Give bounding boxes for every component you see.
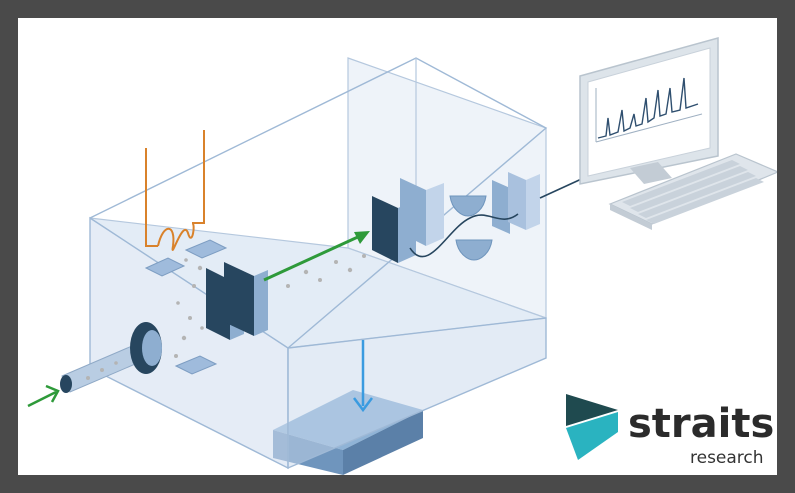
repeller-plate-bottom <box>174 355 218 375</box>
analyzer-plate-back <box>400 178 426 246</box>
brand-name: straits <box>628 401 775 447</box>
accelerator-plate-2 <box>224 262 254 336</box>
diagram-canvas: straits research <box>18 18 777 475</box>
analyzer-plate-front <box>372 196 398 263</box>
collector-plate-2-side <box>526 174 540 230</box>
collector-plate-2 <box>508 172 526 230</box>
accelerator-plate-2-side <box>254 270 268 336</box>
repeller-plate-left <box>144 257 186 277</box>
chamber-bottom-right <box>287 317 547 470</box>
detector-icon <box>449 195 487 217</box>
filament-coil-icon <box>145 130 205 251</box>
pump-block-side <box>343 410 423 475</box>
keyboard-icon <box>608 153 777 230</box>
inlet-opening <box>60 375 72 393</box>
mass-spectrometer-diagram <box>27 37 777 475</box>
analyzer-plate-back-side <box>426 183 444 246</box>
computer-monitor-icon <box>579 37 719 185</box>
straits-logo-mark <box>566 394 618 460</box>
collector-plate-1 <box>492 180 510 234</box>
sample-inlet-arrowhead <box>45 384 60 403</box>
brand-tagline: research <box>690 448 764 468</box>
repeller-plate-top <box>184 239 228 259</box>
vacuum-pump-arrowhead <box>353 397 373 413</box>
detector-lower <box>455 239 493 261</box>
ion-beam-arrowhead <box>354 231 370 244</box>
ion-beam-arrow-icon <box>263 234 361 282</box>
sample-inlet-icon <box>27 390 57 408</box>
detector-cable <box>409 213 519 258</box>
inlet-disc-face <box>142 330 162 366</box>
spectrum-line <box>597 77 699 139</box>
